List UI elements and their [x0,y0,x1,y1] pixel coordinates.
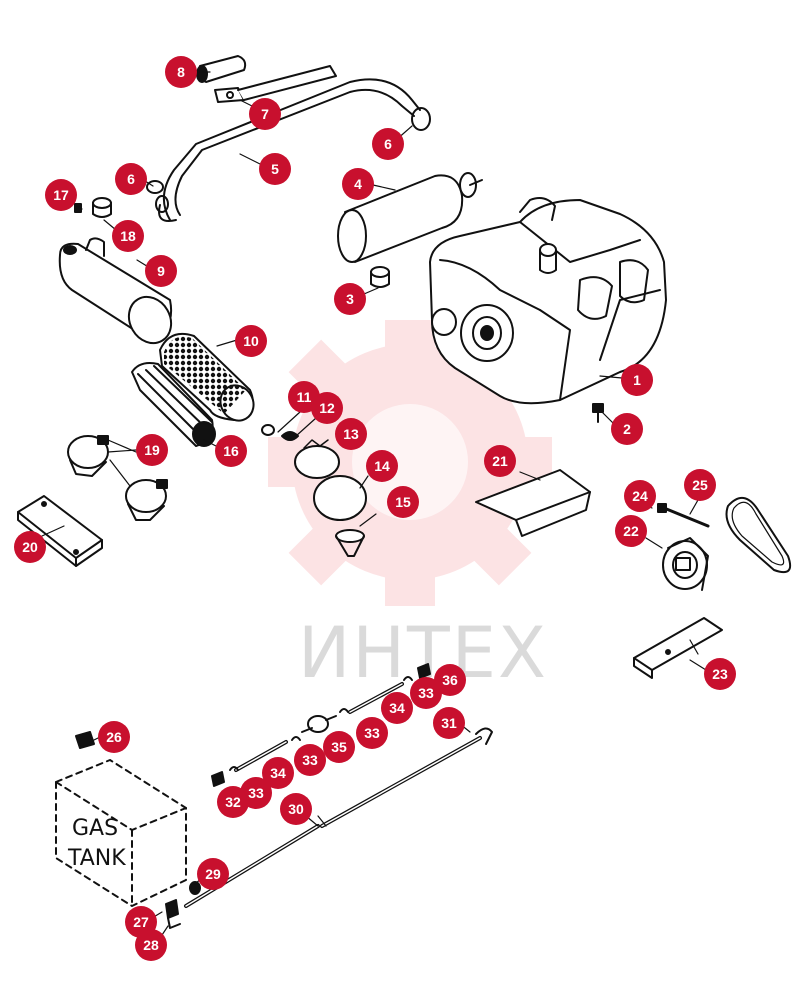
part-shroud-21 [475,469,591,537]
callout-badge-22: 22 [615,515,647,547]
callout-badge-35: 35 [323,731,355,763]
part-belt-25 [725,497,792,574]
callout-badge-18: 18 [112,220,144,252]
callout-badge-14: 14 [366,450,398,482]
part-fittings-32-36 [211,663,431,787]
callout-badge-2: 2 [611,413,643,445]
part-fuel-line-34 [234,682,404,772]
part-clamp-13 [294,439,340,479]
callout-badge-26: 26 [98,721,130,753]
part-cap-26 [75,731,95,749]
part-canister-4 [337,172,483,263]
callout-badge-7: 7 [249,98,281,130]
part-pulley-22 [662,537,709,591]
callout-badge-33: 33 [356,717,388,749]
part-bolt-2 [592,403,604,423]
callout-badge-13: 13 [335,418,367,450]
callout-badge-33: 33 [240,777,272,809]
part-bolt-24 [657,503,710,528]
callout-badge-30: 30 [280,793,312,825]
callout-badge-34: 34 [381,692,413,724]
callout-badge-4: 4 [342,168,374,200]
callout-badge-34: 34 [262,757,294,789]
callout-badge-33: 33 [294,744,326,776]
callout-badge-8: 8 [165,56,197,88]
part-bracket-23 [633,617,723,679]
gas-tank-outline [55,759,187,907]
part-grommet-29 [189,881,201,895]
part-fuel-filter-35 [301,715,337,733]
callout-badge-23: 23 [704,658,736,690]
part-clamp-6b [146,180,164,194]
callout-badge-6: 6 [372,128,404,160]
part-fuel-line-30 [184,727,493,908]
part-bracket-7 [214,65,337,103]
part-filter-housing-9 [58,237,173,345]
part-bracket-20 [17,495,103,567]
part-seal-14 [313,475,367,521]
callout-badge-31: 31 [433,707,465,739]
callout-badge-15: 15 [387,486,419,518]
callout-badge-6: 6 [115,163,147,195]
gas-tank-label-line2: TANK [68,846,126,871]
part-grommet-3 [370,266,390,288]
callout-badge-1: 1 [621,364,653,396]
callout-badge-12: 12 [311,392,343,424]
gas-tank-label-line1: GAS [72,816,119,841]
callout-badge-21: 21 [484,445,516,477]
callout-badge-5: 5 [259,153,291,185]
callout-badge-3: 3 [334,283,366,315]
part-cone-15 [335,513,377,557]
callout-badge-10: 10 [235,325,267,357]
part-washer-11 [261,424,275,436]
callout-badge-24: 24 [624,480,656,512]
callout-badge-9: 9 [145,255,177,287]
part-hose-8 [196,55,247,83]
part-clamp-6 [411,107,431,131]
callout-badge-20: 20 [14,531,46,563]
callout-badge-19: 19 [136,434,168,466]
part-valve-27-28 [165,899,181,929]
part-clips-33 [229,676,413,771]
part-pleated-element-16 [131,362,216,447]
callout-badge-25: 25 [684,469,716,501]
callout-badge-28: 28 [135,929,167,961]
part-bolt-17 [74,203,82,213]
callout-badge-16: 16 [215,435,247,467]
part-nut-12 [281,431,299,441]
callout-badge-36: 36 [434,664,466,696]
part-engine-1 [429,197,667,405]
callout-badge-17: 17 [45,179,77,211]
callout-badge-29: 29 [197,858,229,890]
part-cap-18 [92,197,112,218]
